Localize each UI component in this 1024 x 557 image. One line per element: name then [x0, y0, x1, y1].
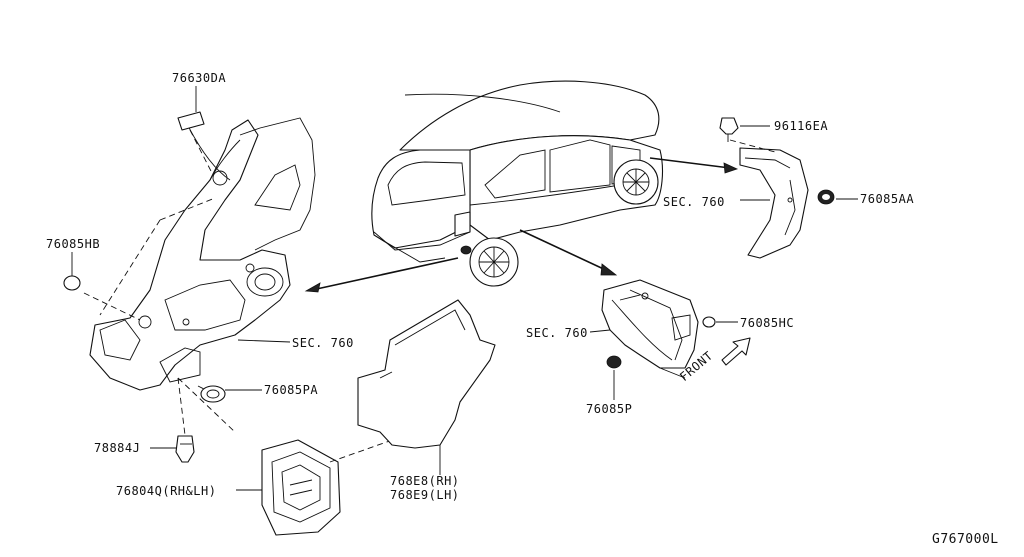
label-sec-760-left: SEC. 760 — [292, 336, 354, 350]
diagram-code: G767000L — [932, 532, 999, 547]
label-96116EA: 96116EA — [774, 119, 829, 133]
arrow-head-down — [600, 263, 618, 276]
label-76085AA: 76085AA — [860, 192, 915, 206]
label-768E8: 768E8(RH) — [390, 474, 460, 488]
vehicle-illustration — [371, 80, 664, 287]
label-768E9: 768E9(LH) — [390, 488, 460, 502]
filler-base-76804Q — [261, 439, 341, 536]
label-76085HC: 76085HC — [740, 316, 795, 330]
grommet-76085P — [606, 355, 622, 369]
pillar-panel — [739, 147, 809, 259]
trim-panel-768E8 — [357, 299, 496, 449]
arrow-to-wheelhouse — [519, 229, 611, 273]
label-76630DA: 76630DA — [172, 71, 227, 85]
label-76085PA: 76085PA — [264, 383, 319, 397]
grommet-76085PA — [200, 385, 226, 403]
arrow-head-left — [304, 282, 321, 293]
pad-76630DA — [177, 111, 205, 131]
clip-96116EA — [719, 117, 739, 142]
label-76085HB: 76085HB — [46, 237, 101, 251]
label-76085P: 76085P — [586, 402, 633, 416]
front-arrow — [721, 337, 751, 366]
label-sec-760-right: SEC. 760 — [663, 195, 725, 209]
label-76804Q: 76804Q(RH&LH) — [116, 484, 217, 498]
arrow-head-right — [723, 162, 739, 174]
clip-78884J — [175, 435, 195, 463]
arrow-to-right-pillar — [649, 157, 731, 169]
grommet-76085HC — [702, 316, 716, 328]
label-sec-760-mid: SEC. 760 — [526, 326, 588, 340]
quarter-inner-panel — [89, 117, 316, 391]
grommet-76085HB — [63, 275, 81, 291]
arrow-to-left-panel — [311, 257, 459, 291]
wheelhouse-panel — [601, 279, 699, 379]
label-78884J: 78884J — [94, 441, 141, 455]
